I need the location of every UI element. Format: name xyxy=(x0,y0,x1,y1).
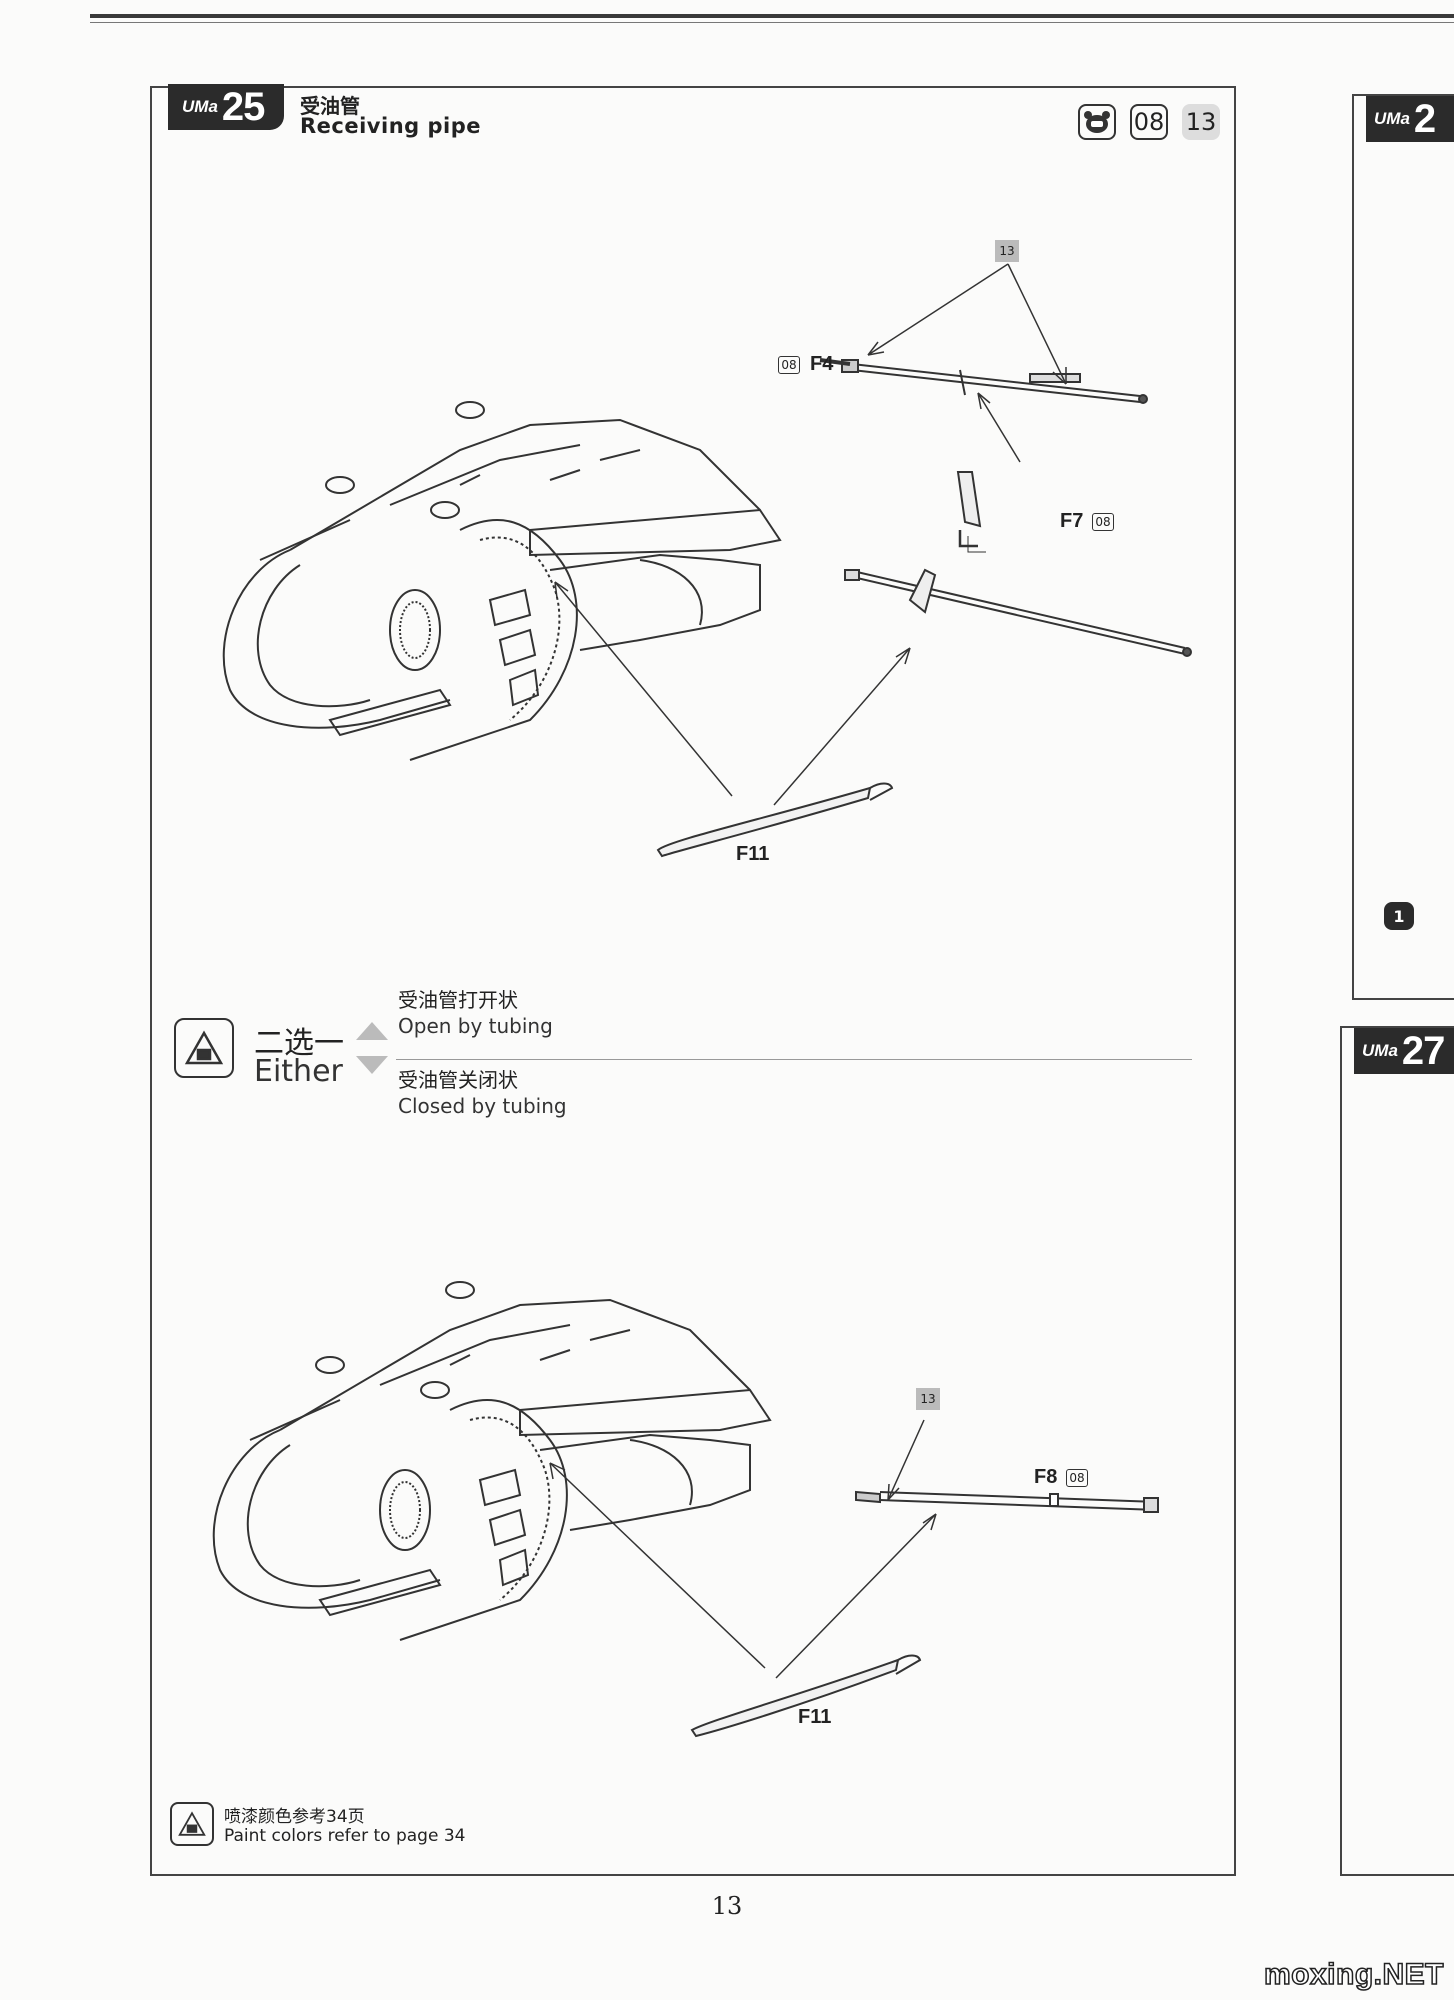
option-closed-en: Closed by tubing xyxy=(398,1094,567,1118)
assembly-arrows-open xyxy=(554,263,1067,806)
page-number: 13 xyxy=(711,1892,743,1920)
paint-note-en: Paint colors refer to page 34 xyxy=(224,1826,466,1846)
engine-nacelle-closed-illustration xyxy=(212,1281,772,1641)
watermark: moxing.NET xyxy=(1263,1957,1444,1992)
paint-08-label-f4: 08 xyxy=(778,356,800,374)
paint-tag: 08 xyxy=(1130,104,1168,140)
page-top-rule xyxy=(90,14,1454,18)
either-toggle-arrows-icon xyxy=(356,1022,388,1074)
ref-13-label-bottom: 13 xyxy=(916,1388,940,1410)
step-title-cn: 受油管 xyxy=(300,94,360,118)
reference-tag: 13 xyxy=(1182,104,1220,140)
ref-13-label-top: 13 xyxy=(995,240,1019,262)
paint-08-label-f8: 08 xyxy=(1066,1469,1088,1487)
warning-icon xyxy=(174,1018,234,1078)
part-label-f8: F8 xyxy=(1034,1466,1058,1488)
part-label-f4: F4 xyxy=(810,353,834,375)
option-open-cn: 受油管打开状 xyxy=(398,988,518,1012)
paint-note-icon xyxy=(170,1802,214,1846)
paint-note-cn: 喷漆颜色参考34页 xyxy=(224,1807,365,1827)
step-title-en: Receiving pipe xyxy=(300,114,481,138)
adjacent-page-frame-lower xyxy=(1340,1026,1454,1876)
page-top-rule-thin xyxy=(90,22,1454,23)
adjacent-decal-icon: 1 xyxy=(1384,902,1414,930)
option-closed-cn: 受油管关闭状 xyxy=(398,1068,518,1092)
engine-nacelle-open-illustration xyxy=(222,401,782,761)
part-label-f11-top: F11 xyxy=(736,843,770,865)
either-label-cn: 二选一 xyxy=(254,1026,344,1061)
assembly-arrows-closed xyxy=(549,1419,937,1679)
part-label-f7: F7 xyxy=(1060,510,1084,532)
decal-icon xyxy=(1078,104,1116,140)
either-label-en: Either xyxy=(254,1054,343,1089)
receiving-pipe-closed-parts xyxy=(690,1490,1159,1738)
option-divider xyxy=(396,1059,1192,1060)
receiving-pipe-open-parts xyxy=(656,358,1192,858)
part-label-f11-bottom: F11 xyxy=(798,1706,832,1728)
option-open-en: Open by tubing xyxy=(398,1014,553,1038)
adjacent-page-frame-upper xyxy=(1352,94,1454,1000)
paint-08-label-f7: 08 xyxy=(1092,513,1114,531)
instruction-frame xyxy=(150,86,1236,1876)
